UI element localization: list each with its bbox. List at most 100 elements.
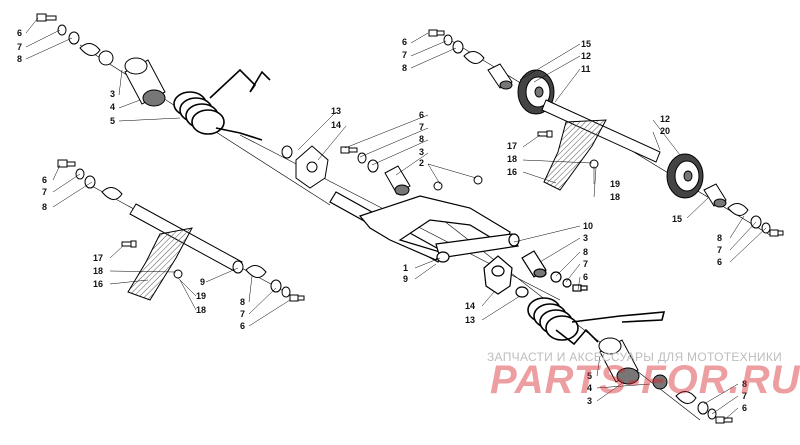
belleville-washer-icon xyxy=(245,265,267,278)
callout-number: 15 xyxy=(672,214,682,224)
center-hardware xyxy=(281,145,483,196)
callout-number: 17 xyxy=(93,253,103,263)
callout-number: 6 xyxy=(402,37,407,47)
callout-number: 16 xyxy=(507,167,517,177)
top-right-wheel-assembly xyxy=(428,29,784,237)
wheel-arm-icon xyxy=(127,227,193,301)
callout-number: 6 xyxy=(717,257,722,267)
bolt-icon xyxy=(121,240,137,248)
belleville-washer-icon xyxy=(101,187,123,200)
callout-number: 7 xyxy=(717,245,722,255)
callout-number: 7 xyxy=(583,259,588,269)
callout-group-tr-right: 12 20 xyxy=(660,114,670,136)
callout-number: 3 xyxy=(587,396,592,406)
callout-number: 18 xyxy=(196,305,206,315)
callout-number: 18 xyxy=(507,154,517,164)
callout-number: 12 xyxy=(660,114,670,124)
washer-icon xyxy=(452,40,464,54)
bolt-icon xyxy=(57,159,76,168)
callout-number: 6 xyxy=(240,321,245,331)
callout-number: 9 xyxy=(403,274,408,284)
bolt-icon xyxy=(537,130,553,138)
callout-number: 1 xyxy=(403,263,408,273)
lock-washer-icon xyxy=(357,152,367,164)
callout-number: 14 xyxy=(465,301,475,311)
lock-washer-icon xyxy=(562,278,572,288)
callout-number: 5 xyxy=(587,371,592,381)
callout-number: 10 xyxy=(583,221,593,231)
callout-number: 19 xyxy=(610,179,620,189)
callout-number: 12 xyxy=(581,51,591,61)
callout-number: 18 xyxy=(610,192,620,202)
wheel-shaft-icon xyxy=(541,99,661,163)
callout-number: 7 xyxy=(402,50,407,60)
washer-icon xyxy=(84,175,96,189)
callout-number: 8 xyxy=(742,379,747,389)
callout-group-tr-bottom: 15 8 7 6 xyxy=(672,214,722,267)
washer-icon xyxy=(270,279,282,293)
callout-number: 4 xyxy=(110,102,115,112)
sleeve-icon xyxy=(598,337,640,385)
callout-number: 20 xyxy=(660,126,670,136)
washer-icon xyxy=(550,271,562,283)
callout-number: 14 xyxy=(331,120,341,130)
callout-group-tr-top: 6 7 8 15 12 11 xyxy=(402,37,591,74)
callout-number: 7 xyxy=(17,42,22,52)
bushing-icon xyxy=(521,250,547,278)
callout-number: 15 xyxy=(581,39,591,49)
bolt-icon xyxy=(428,29,445,37)
grease-fitting-icon xyxy=(433,181,443,191)
callout-number: 5 xyxy=(110,116,115,126)
bolt-icon xyxy=(572,284,588,292)
callout-group-center: 13 14 6 7 8 3 2 xyxy=(331,106,424,168)
callout-group-tl: 6 7 8 3 4 5 xyxy=(17,28,115,126)
bottom-hardware xyxy=(527,297,733,424)
callout-number: 3 xyxy=(110,89,115,99)
callout-number: 16 xyxy=(93,279,103,289)
callout-number: 6 xyxy=(419,110,424,120)
ring-icon xyxy=(281,145,293,159)
idler-wheel-icon xyxy=(666,153,704,199)
callout-number: 8 xyxy=(17,54,22,64)
ring-icon xyxy=(515,286,529,298)
a-arm-icon xyxy=(358,195,511,261)
sleeve-icon xyxy=(124,57,166,107)
washer-icon xyxy=(173,269,183,279)
callout-number: 2 xyxy=(419,158,424,168)
callout-number: 7 xyxy=(42,187,47,197)
lock-washer-icon xyxy=(57,24,67,36)
washer-icon xyxy=(68,31,80,45)
callout-number: 6 xyxy=(742,403,747,413)
callout-number: 8 xyxy=(717,233,722,243)
callout-number: 3 xyxy=(419,147,424,157)
callout-number: 6 xyxy=(17,28,22,38)
belleville-washer-icon xyxy=(463,51,485,64)
bolt-icon xyxy=(289,294,305,302)
callout-number: 7 xyxy=(742,391,747,401)
lock-washer-icon xyxy=(443,34,453,46)
callout-number: 7 xyxy=(240,309,245,319)
watermark-brand: PARTS-FOR.RU xyxy=(490,358,800,402)
callout-group-tr-left: 17 18 16 19 18 xyxy=(507,141,620,202)
callout-number: 8 xyxy=(402,63,407,73)
callout-number: 13 xyxy=(331,106,341,116)
callout-number: 18 xyxy=(93,266,103,276)
bolt-icon xyxy=(36,13,57,22)
callout-number: 9 xyxy=(200,277,205,287)
lock-washer-icon xyxy=(281,286,291,298)
callout-number: 6 xyxy=(42,175,47,185)
callout-number: 17 xyxy=(507,141,517,151)
bushing-icon xyxy=(98,50,114,66)
top-left-hardware xyxy=(36,13,271,141)
callout-number: 8 xyxy=(240,297,245,307)
bushing-icon xyxy=(652,374,668,390)
leader-lines xyxy=(25,17,767,421)
watermark-caption: ЗАПЧАСТИ И АКСЕССУАРЫ ДЛЯ МОТОТЕХНИКИ xyxy=(487,350,783,364)
bushing-icon xyxy=(384,165,411,196)
bushing-icon xyxy=(703,183,727,208)
bolt-icon xyxy=(769,229,784,237)
callout-number: 3 xyxy=(583,233,588,243)
torsion-spring-icon xyxy=(173,68,271,141)
washer-icon xyxy=(367,159,379,173)
